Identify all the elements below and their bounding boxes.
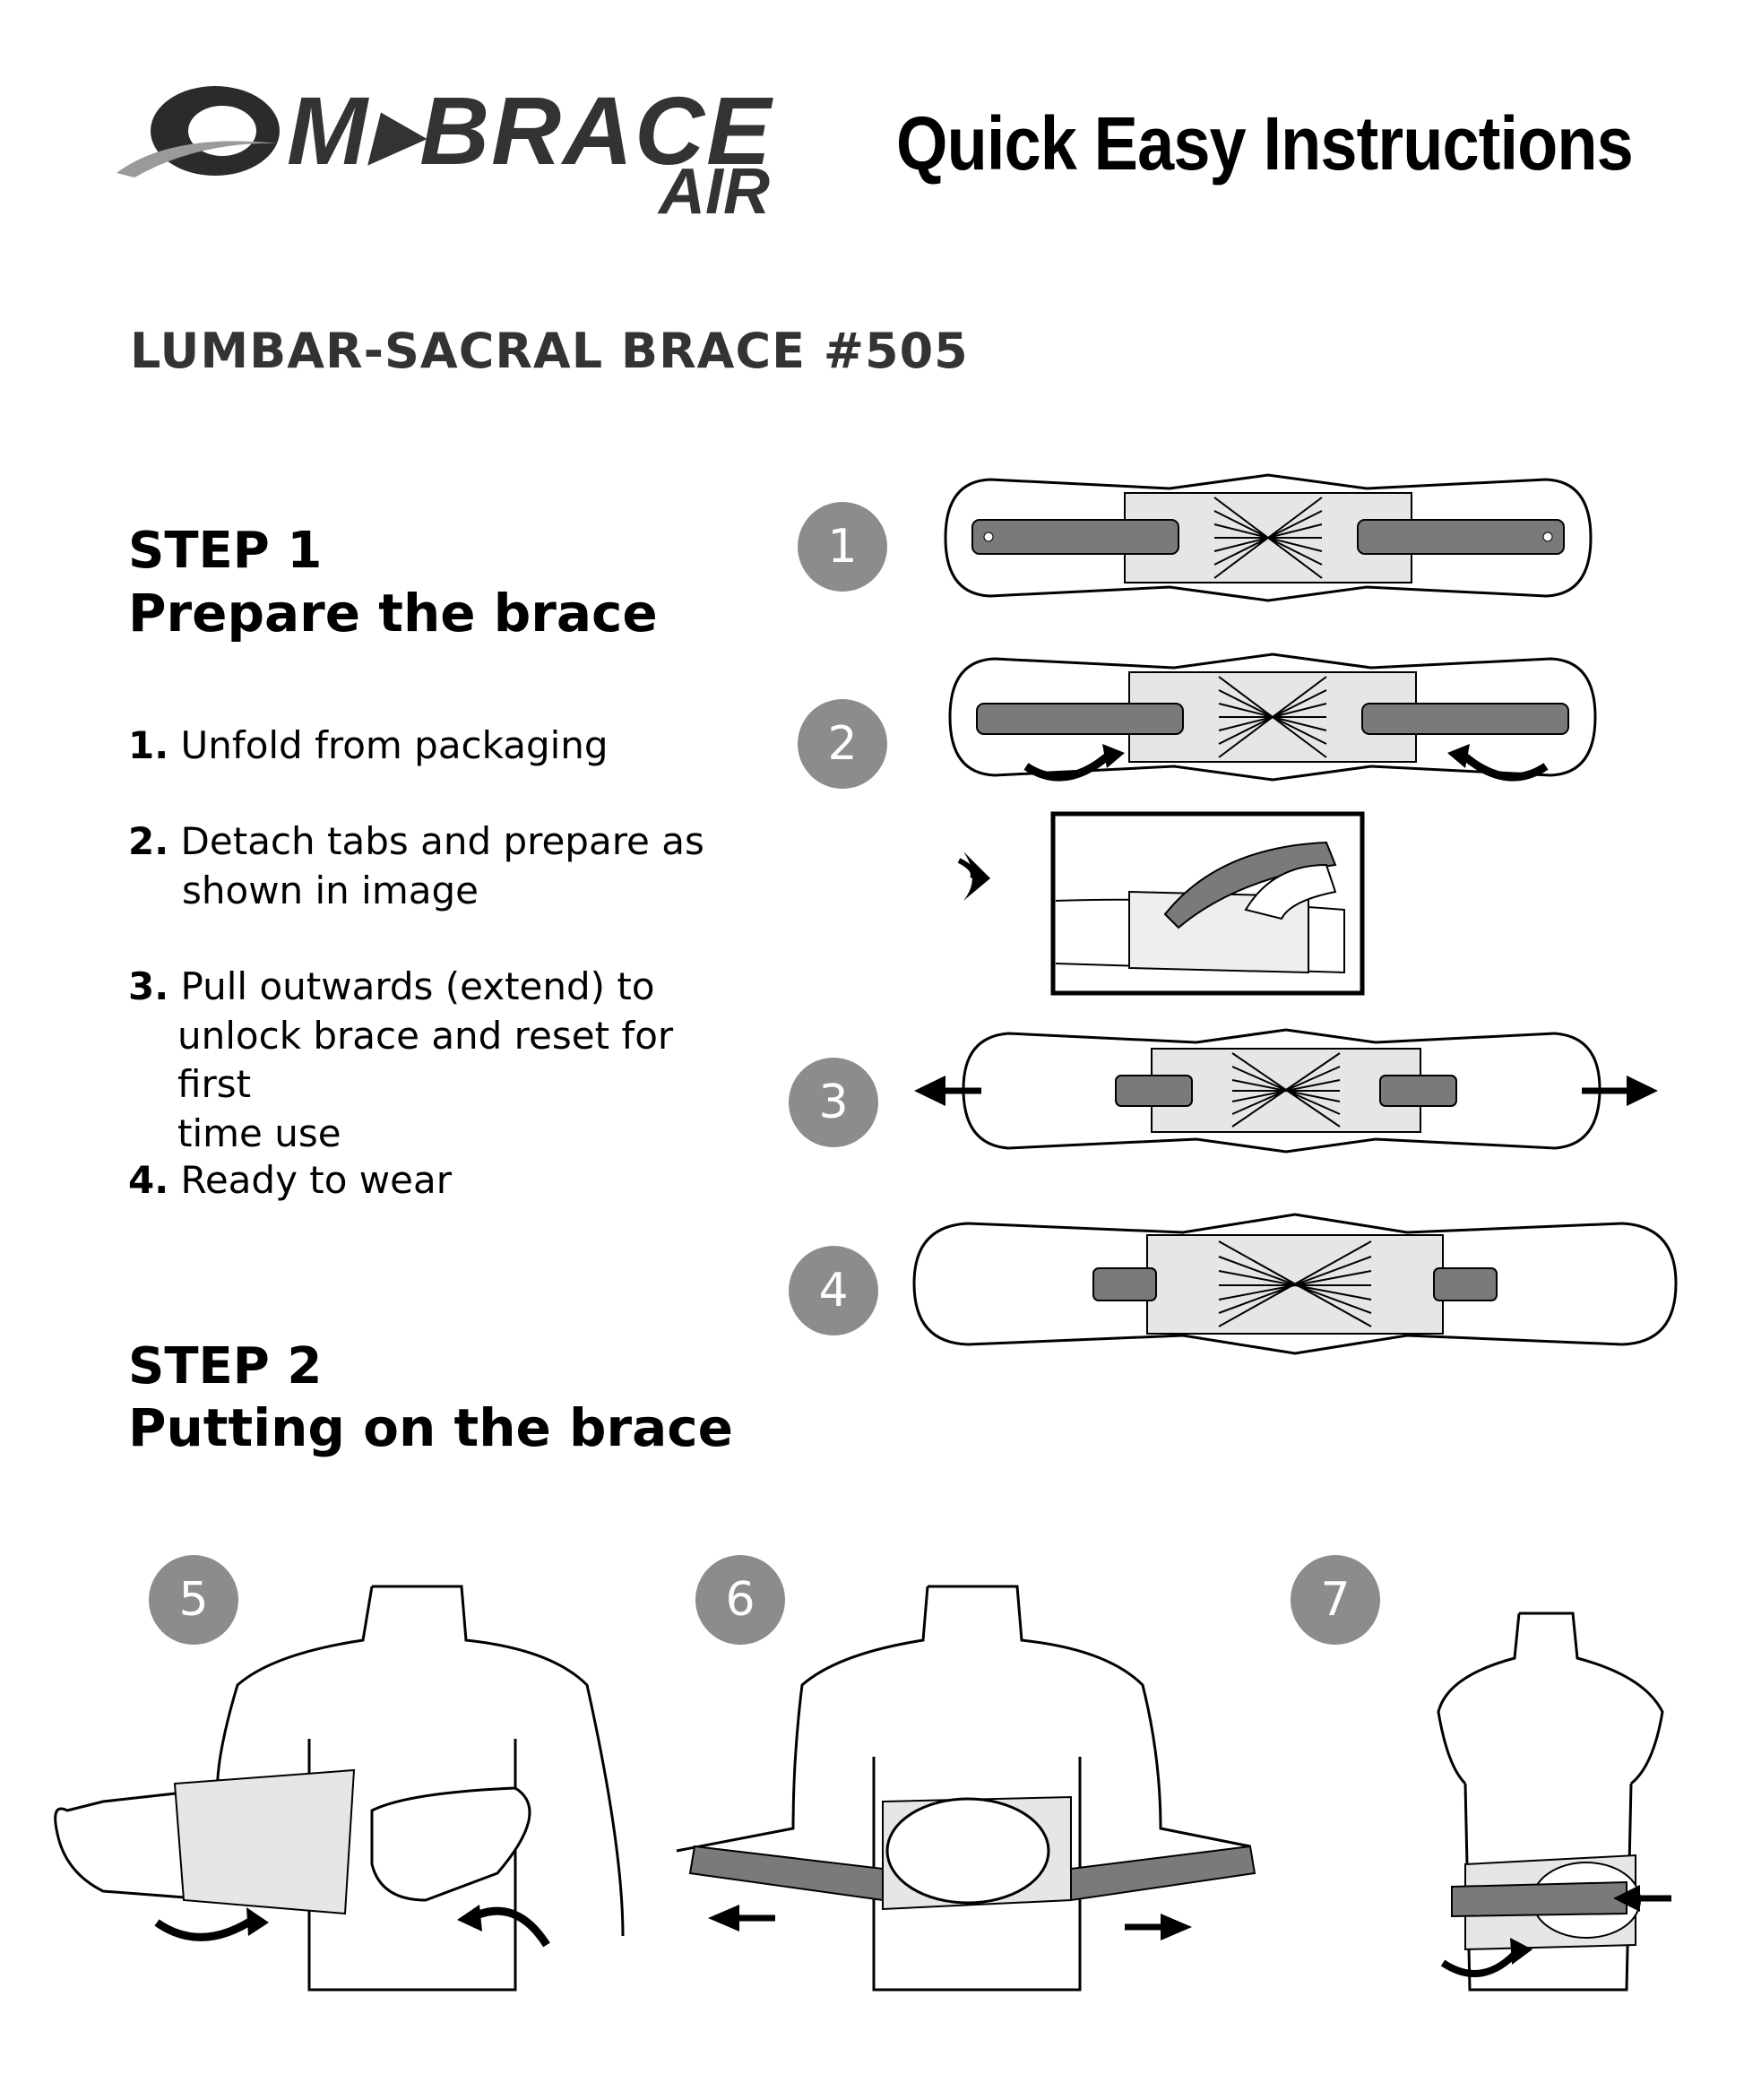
instruction-text: Unfold from packaging xyxy=(180,723,609,767)
step2-title: Putting on the brace xyxy=(128,1397,733,1458)
product-name: LUMBAR-SACRAL BRACE #505 xyxy=(130,323,969,379)
instruction-1: 1. Unfold from packaging xyxy=(128,722,755,771)
step2-label: STEP 2 xyxy=(128,1337,323,1396)
step-badge-7: 7 xyxy=(1291,1555,1380,1645)
page-title: Quick Easy Instructions xyxy=(896,101,1634,186)
step-badge-6: 6 xyxy=(695,1555,785,1645)
instruction-text: Detach tabs and prepare as xyxy=(180,819,704,863)
brace-ready-illustration xyxy=(912,1213,1678,1355)
step-badge-2: 2 xyxy=(798,699,887,789)
step-badge-1: 1 xyxy=(798,502,887,592)
logo-wordmark: M▸BRACE xyxy=(287,76,773,185)
brace-detach-illustration xyxy=(948,652,1597,782)
instruction-text: time use xyxy=(177,1110,341,1155)
instruction-number: 4. xyxy=(128,1158,169,1202)
tab-detail-inset xyxy=(957,811,1365,996)
instruction-number: 3. xyxy=(128,964,169,1008)
torso-straps-illustration xyxy=(676,1585,1256,1992)
step-badge-3: 3 xyxy=(789,1058,878,1147)
instruction-2: 2. Detach tabs and prepare as shown in i… xyxy=(128,817,755,915)
step-badge-5: 5 xyxy=(149,1555,238,1645)
instruction-number: 2. xyxy=(128,819,169,863)
logo-subtitle: AIR xyxy=(659,156,770,228)
torso-wrap-illustration xyxy=(54,1585,625,1992)
step-badge-4: 4 xyxy=(789,1246,878,1335)
instruction-4: 4. Ready to wear xyxy=(128,1156,755,1206)
instruction-number: 1. xyxy=(128,723,169,767)
brace-flat-illustration xyxy=(944,473,1593,602)
torso-fasten-illustration xyxy=(1437,1612,1671,1992)
instruction-text: Pull outwards (extend) to xyxy=(180,964,655,1008)
instruction-text: Ready to wear xyxy=(180,1158,452,1202)
instruction-text: shown in image xyxy=(182,868,479,912)
brace-extend-illustration xyxy=(914,1028,1658,1154)
instruction-3: 3. Pull outwards (extend) to unlock brac… xyxy=(128,963,755,1158)
step1-title: Prepare the brace xyxy=(128,583,658,644)
step1-label: STEP 1 xyxy=(128,522,323,580)
logo-swoosh-icon xyxy=(117,86,280,177)
instruction-text: unlock brace and reset for first xyxy=(177,1013,674,1107)
